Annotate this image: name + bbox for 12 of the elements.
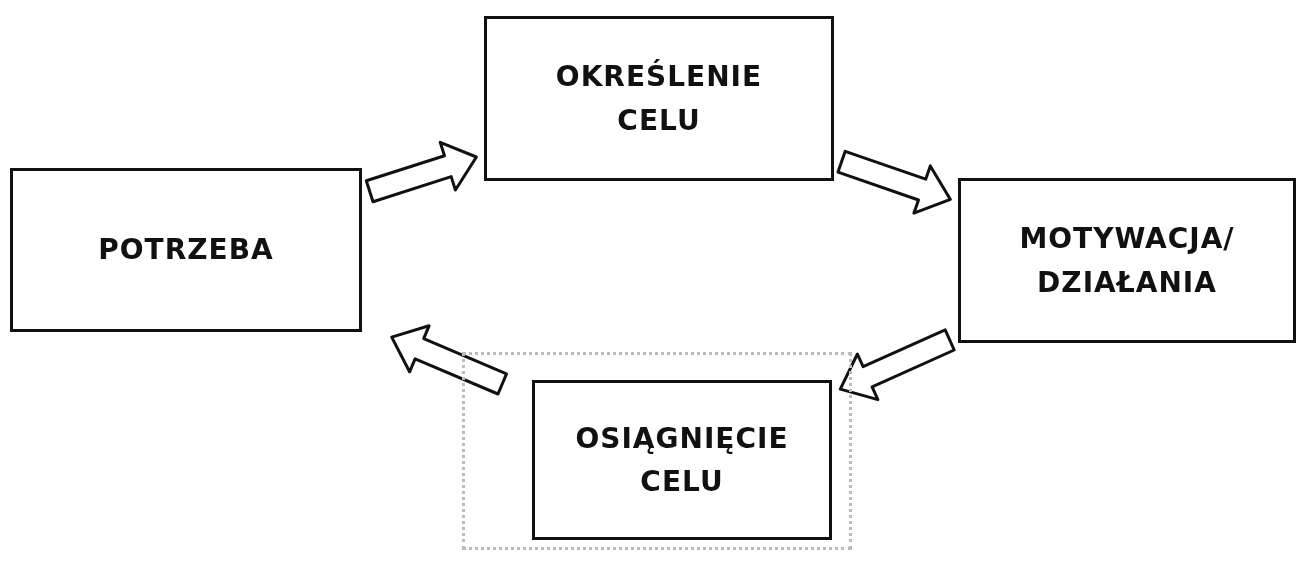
- box-label: MOTYWACJA/ DZIAŁANIA: [1018, 221, 1236, 301]
- process-box: [958, 178, 1296, 343]
- process-box: [10, 168, 362, 332]
- process-box: [484, 16, 834, 181]
- block-arrow: [390, 324, 508, 396]
- box-label: POTRZEBA: [98, 232, 274, 269]
- box-label: OKREŚLENIE CELU: [554, 58, 764, 139]
- block-arrow: [364, 140, 478, 204]
- block-arrow: [838, 328, 956, 402]
- box-label: OSIĄGNIĘCIE CELU: [574, 420, 790, 500]
- block-arrow: [836, 149, 952, 215]
- process-box: [532, 380, 832, 540]
